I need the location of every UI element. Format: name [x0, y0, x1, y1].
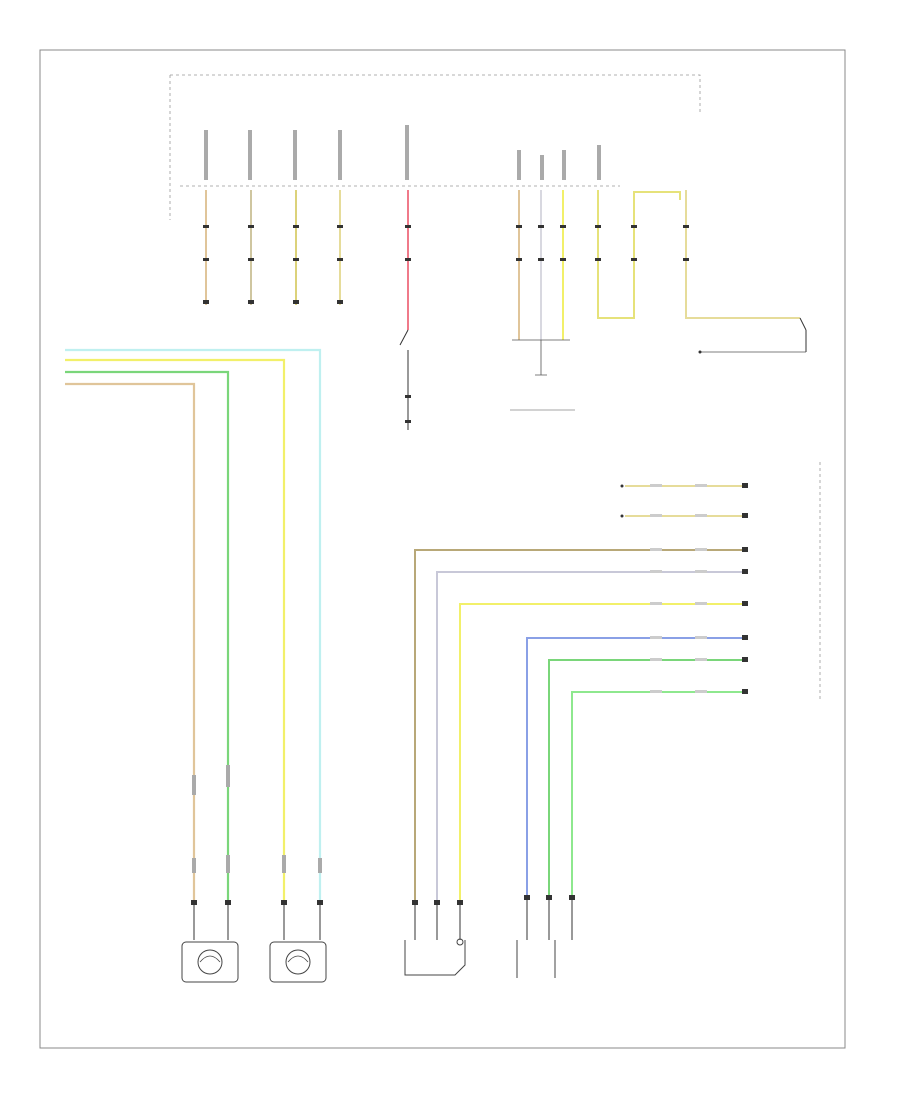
- module-outline: [169, 74, 701, 220]
- wheel-sensor-pins: [191, 900, 323, 905]
- right-front-wheel-speed-sensor: [181, 941, 239, 983]
- wheel-speed-wire-bundle: [65, 348, 322, 900]
- brake-fluid-pressure-sensor: [404, 900, 466, 976]
- brake-booster-vacuum-sensor: [516, 895, 575, 978]
- diagram-border: [39, 49, 846, 1049]
- connector-pins: [203, 225, 689, 304]
- ground-bracket: [512, 339, 570, 376]
- pin-label-marks: [204, 125, 601, 180]
- left-front-wheel-speed-sensor: [269, 941, 327, 983]
- traction-control-switch: [698, 317, 807, 354]
- brake-switch: [399, 329, 411, 430]
